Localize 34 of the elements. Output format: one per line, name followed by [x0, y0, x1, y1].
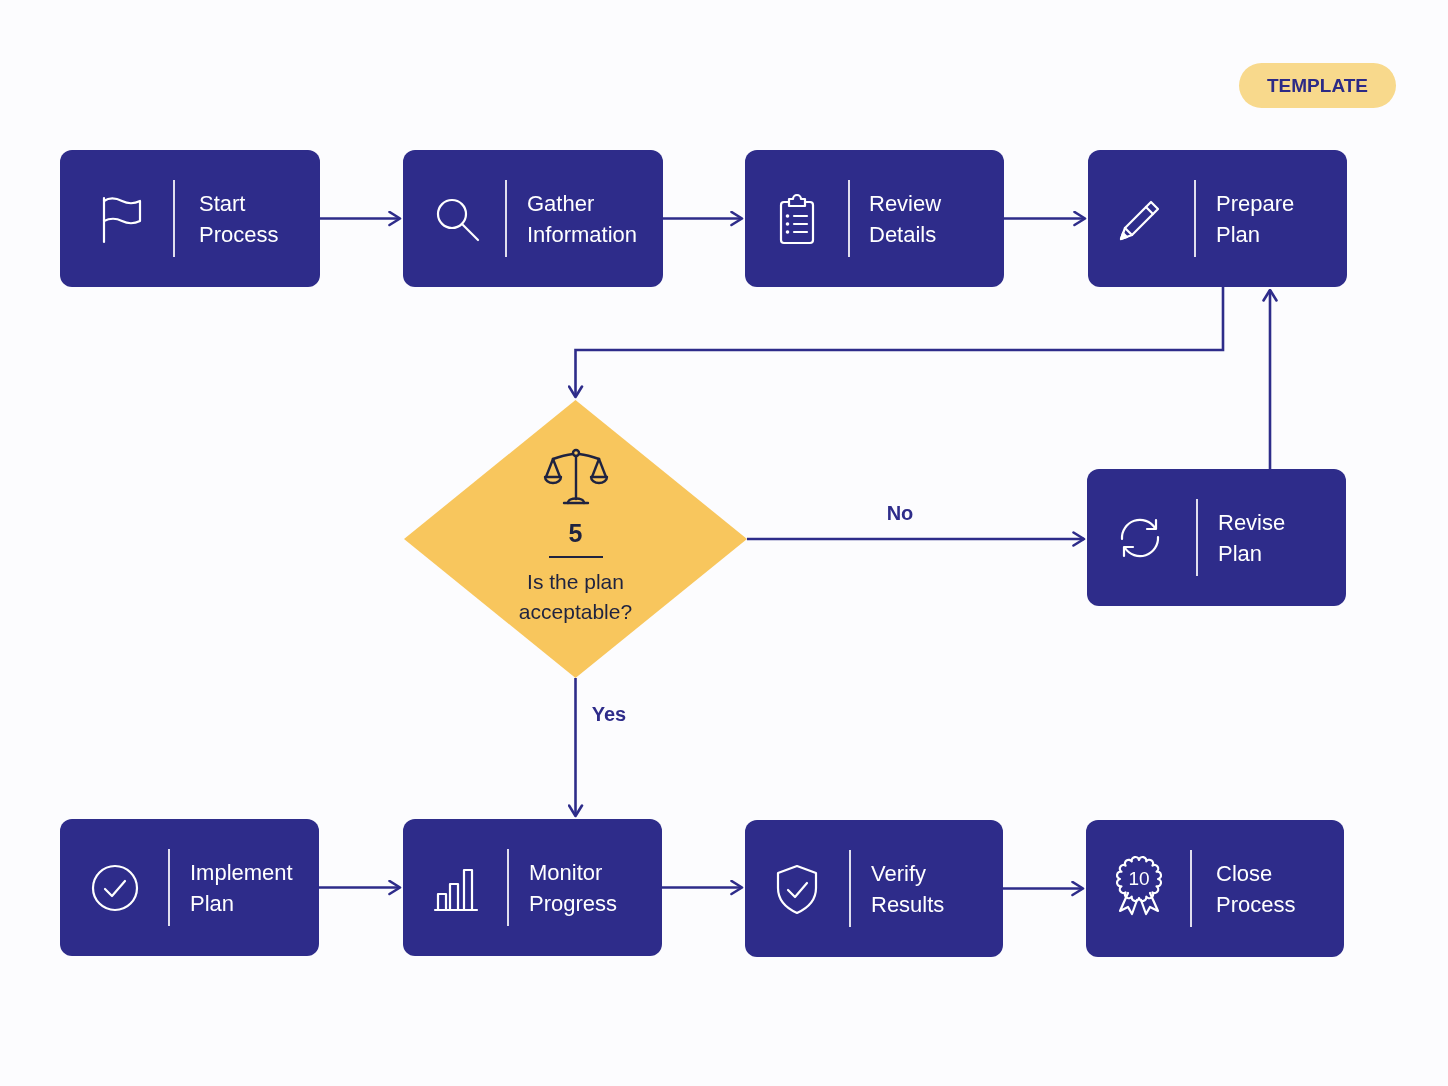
step-label: Verify Results [871, 859, 945, 919]
tag-label: TEMPLATE [1267, 74, 1368, 97]
process-box [60, 819, 319, 956]
process-box [1087, 469, 1346, 606]
process-box [403, 819, 662, 956]
step-number: 5 [568, 518, 583, 548]
connector-arrow [747, 531, 1086, 547]
process-box [745, 150, 1004, 287]
step-label: Close Process [1216, 859, 1296, 919]
process-box [60, 150, 320, 287]
connector-arrow [567, 287, 1225, 399]
step-label: Revise Plan [1218, 508, 1286, 568]
template-pill [1239, 63, 1396, 108]
step-label: Review Details [869, 189, 942, 249]
step-label: Prepare Plan [1216, 189, 1295, 249]
connector-arrow [320, 210, 402, 227]
connector-arrow [319, 879, 402, 896]
step-label: Implement Plan [190, 858, 293, 918]
connector-arrow [1262, 288, 1278, 469]
process-box [1086, 820, 1344, 957]
decision-question: Is the plan acceptable? [517, 569, 634, 625]
connector-arrow [662, 879, 744, 896]
process-box [745, 820, 1003, 957]
step-label: Gather Information [527, 189, 638, 249]
step-label: Start Process [199, 189, 279, 249]
process-box [403, 150, 663, 287]
connector-arrow [567, 678, 584, 818]
award-number: 10 [1128, 868, 1150, 889]
decision-diamond [404, 400, 747, 678]
connector-arrow [1004, 210, 1087, 227]
connector-arrow [1003, 880, 1085, 897]
connector-arrow [663, 210, 744, 227]
step-label: Monitor Progress [529, 858, 618, 918]
process-box [1088, 150, 1347, 287]
